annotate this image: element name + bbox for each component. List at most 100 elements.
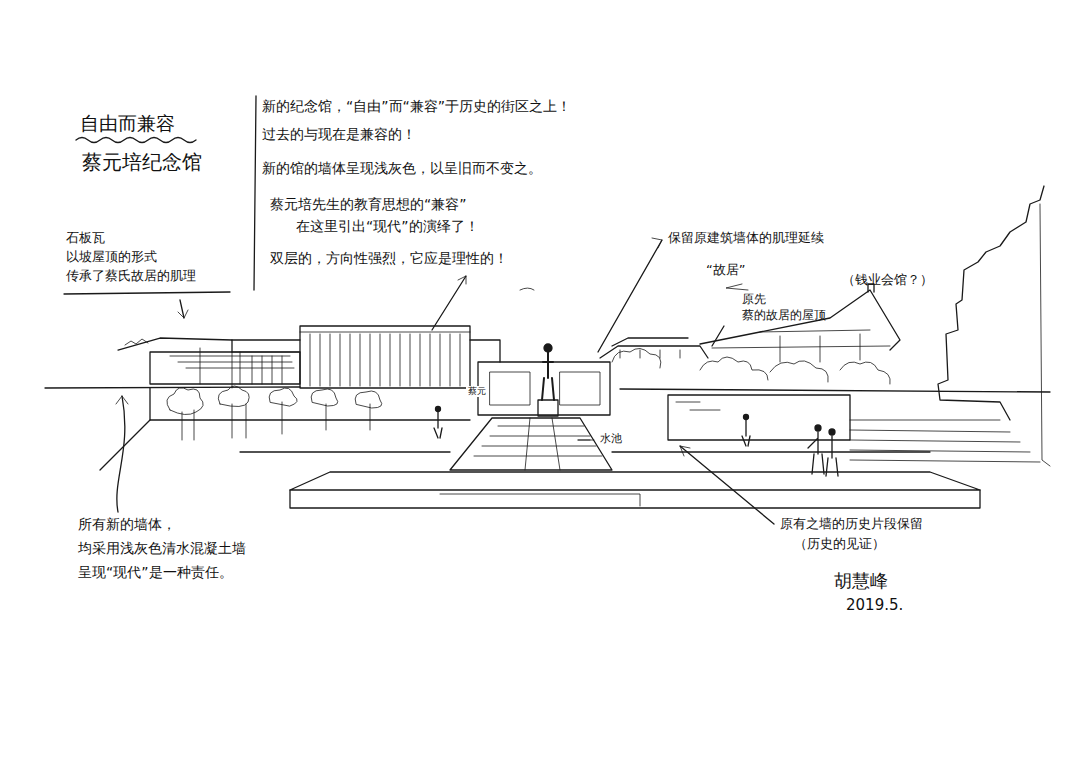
sketch-stroke [64, 292, 230, 294]
sketch-stroke [432, 276, 466, 330]
sketch-stroke [612, 338, 688, 346]
sketch-stroke [1040, 204, 1050, 466]
annotation: 原有之墙的历史片段保留 [780, 516, 923, 532]
annotation: （钱业会馆？） [842, 272, 933, 288]
design-note: 蔡元培先生的教育思想的“兼容” [270, 196, 467, 213]
annotation: “故居” [706, 262, 745, 278]
sketch-stroke [542, 352, 554, 400]
sketch-stroke [300, 332, 470, 333]
sketch-stroke [434, 412, 442, 438]
sketch-stroke [167, 388, 203, 415]
sketch-stroke [290, 490, 980, 508]
title-underline [76, 138, 196, 143]
sketch-stroke [676, 402, 720, 410]
sketch-stroke [118, 338, 232, 352]
sketch-stroke [232, 352, 300, 388]
subtitle: 蔡元培纪念馆 [82, 150, 202, 174]
sketch-stroke [178, 310, 188, 318]
sketch-stroke [938, 186, 1044, 420]
annotation: （历史的见证） [794, 536, 885, 552]
sketch-stroke [712, 326, 724, 346]
sketch-stroke [538, 400, 558, 416]
sketch-stroke [744, 415, 749, 420]
old-wall [668, 395, 1040, 462]
sketch-stroke [326, 404, 370, 430]
sketch-stroke [560, 372, 600, 405]
sketch-stroke [125, 339, 148, 345]
annotation: 均采用浅灰色清水混凝土墙 [78, 540, 246, 557]
sketch-stroke [742, 420, 750, 446]
sketch-stroke [612, 348, 661, 368]
sketch-stroke [680, 446, 774, 524]
sketch-stroke [282, 402, 283, 434]
annotation: 原先 [742, 292, 766, 306]
sketch-stroke [450, 418, 612, 470]
main-hall [232, 326, 500, 388]
sketch-stroke [474, 426, 602, 456]
sketch-stroke [712, 346, 890, 348]
sketch-stroke [770, 361, 828, 382]
sketch-stroke [117, 396, 125, 512]
note-bracket [254, 96, 534, 290]
design-note: 新的馆的墙体呈现浅灰色，以呈旧而不变之。 [262, 160, 542, 177]
sketch-stroke [470, 340, 500, 362]
sketch-stroke [760, 330, 870, 332]
sketch-stroke [311, 389, 338, 406]
sketch-stroke [458, 276, 466, 284]
sketch-stroke [355, 391, 382, 408]
street-edge [938, 186, 1050, 466]
sketch-stroke [578, 440, 590, 441]
sketch-stroke [290, 472, 980, 490]
statue-wall [478, 344, 610, 416]
people [434, 407, 838, 477]
note-underline [64, 292, 230, 294]
sketch-stroke [600, 346, 708, 358]
sketch-stroke [180, 300, 184, 318]
sketch-stroke [598, 240, 662, 352]
wall-inscription: 蔡元 [466, 386, 488, 397]
sketch-stroke [815, 425, 821, 431]
reflecting-pool [450, 418, 612, 470]
design-note: 在这里引出“现代”的演绎了！ [296, 218, 479, 235]
sketch-stroke [116, 396, 128, 404]
sketch-stroke [850, 420, 1040, 462]
sketch-stroke [269, 388, 297, 406]
annotation: 以坡屋顶的形式 [66, 249, 157, 265]
slate-roofs [118, 338, 300, 384]
sketch-stroke [232, 404, 246, 438]
annotation: 呈现“现代”是一种责任。 [78, 564, 233, 581]
sketch-stroke [200, 348, 240, 384]
sketch-stroke [620, 350, 680, 358]
trees [167, 348, 890, 440]
historic-buildings [600, 284, 900, 362]
sketch-stroke [76, 138, 196, 143]
annotation: 蔡的故居的屋顶 [742, 308, 826, 322]
sketch-stroke [525, 418, 560, 470]
design-note: 双层的，方向性强烈，它应是理性的！ [270, 250, 508, 267]
sketch-stroke [310, 334, 460, 386]
annotation: 传承了蔡氏故居的肌理 [66, 268, 196, 284]
sketch-stroke [840, 362, 890, 384]
sketch-stroke [254, 96, 256, 290]
sketch-stroke [252, 356, 282, 384]
annotation: 水池 [598, 432, 624, 445]
sketch-stroke [826, 436, 838, 476]
date: 2019.5. [846, 596, 903, 614]
sketch-stroke [520, 288, 534, 290]
sketch-stroke [668, 395, 850, 440]
sketch-stroke [808, 432, 824, 474]
design-note: 新的纪念馆，“自由”而“兼容”于历史的街区之上！ [262, 98, 571, 115]
sketch-stroke [436, 407, 441, 412]
sketch-stroke [700, 357, 768, 380]
sketch-stroke [700, 290, 900, 350]
signature: 胡慧峰 [834, 570, 888, 592]
sketch-stroke [780, 334, 860, 362]
sketch-stroke [680, 446, 690, 456]
leader-lines [116, 238, 774, 524]
sketch-stroke [652, 238, 662, 248]
sketch-stroke [240, 451, 930, 452]
sketch-stroke [440, 494, 640, 506]
design-note: 过去的与现在是兼容的！ [262, 126, 416, 143]
annotation: 保留原建筑墙体的肌理延续 [668, 230, 824, 246]
sketch-stroke [490, 372, 530, 405]
